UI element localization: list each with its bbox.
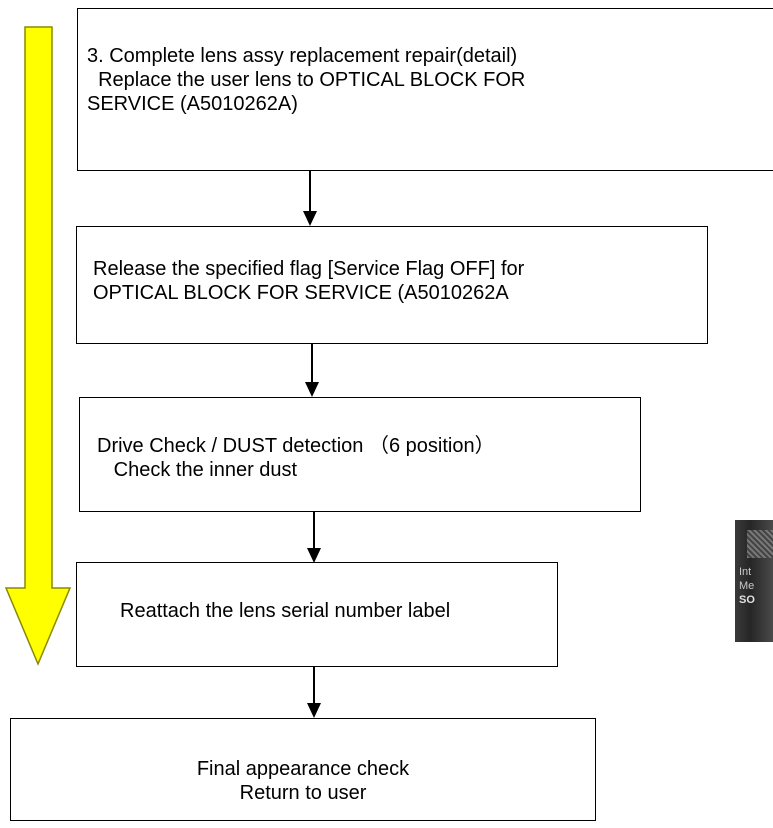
step-text-line: Final appearance check <box>196 758 410 780</box>
step-box-reattach-label: Reattach the lens serial number label <box>76 562 558 667</box>
big-yellow-down-arrow <box>4 26 72 666</box>
photo-label-text: Me <box>739 580 755 592</box>
step-text-line: Return to user <box>239 782 367 804</box>
down-arrow-3 <box>307 512 321 563</box>
step-box-drive-check: Drive Check / DUST detection （6 position… <box>79 397 641 512</box>
step-text-line: Drive Check / DUST detection （6 position… <box>97 435 495 457</box>
down-arrow-1 <box>303 171 317 226</box>
step-text-line: 3. Complete lens assy replacement repair… <box>87 45 518 67</box>
step-text-line: Reattach the lens serial number label <box>120 600 451 622</box>
step-text-line: Release the specified flag [Service Flag… <box>93 258 525 280</box>
photo-label-text: SO <box>739 594 755 606</box>
step-text-line: OPTICAL BLOCK FOR SERVICE (A5010262A <box>93 282 509 304</box>
down-arrow-4 <box>307 667 321 718</box>
down-arrow-2 <box>305 344 319 397</box>
step-box-release-flag: Release the specified flag [Service Flag… <box>76 226 708 344</box>
step-text-line: SERVICE (A5010262A) <box>87 93 298 115</box>
step-box-final-check: Final appearance check Return to user <box>10 718 596 821</box>
photo-texture <box>747 530 773 558</box>
step-text-line: Replace the user lens to OPTICAL BLOCK F… <box>87 69 526 91</box>
lens-label-photo: Int Me SO <box>735 520 773 642</box>
step-box-lens-replacement: 3. Complete lens assy replacement repair… <box>77 8 773 171</box>
step-text-line: Check the inner dust <box>97 459 298 481</box>
photo-label-text: Int <box>739 566 752 578</box>
